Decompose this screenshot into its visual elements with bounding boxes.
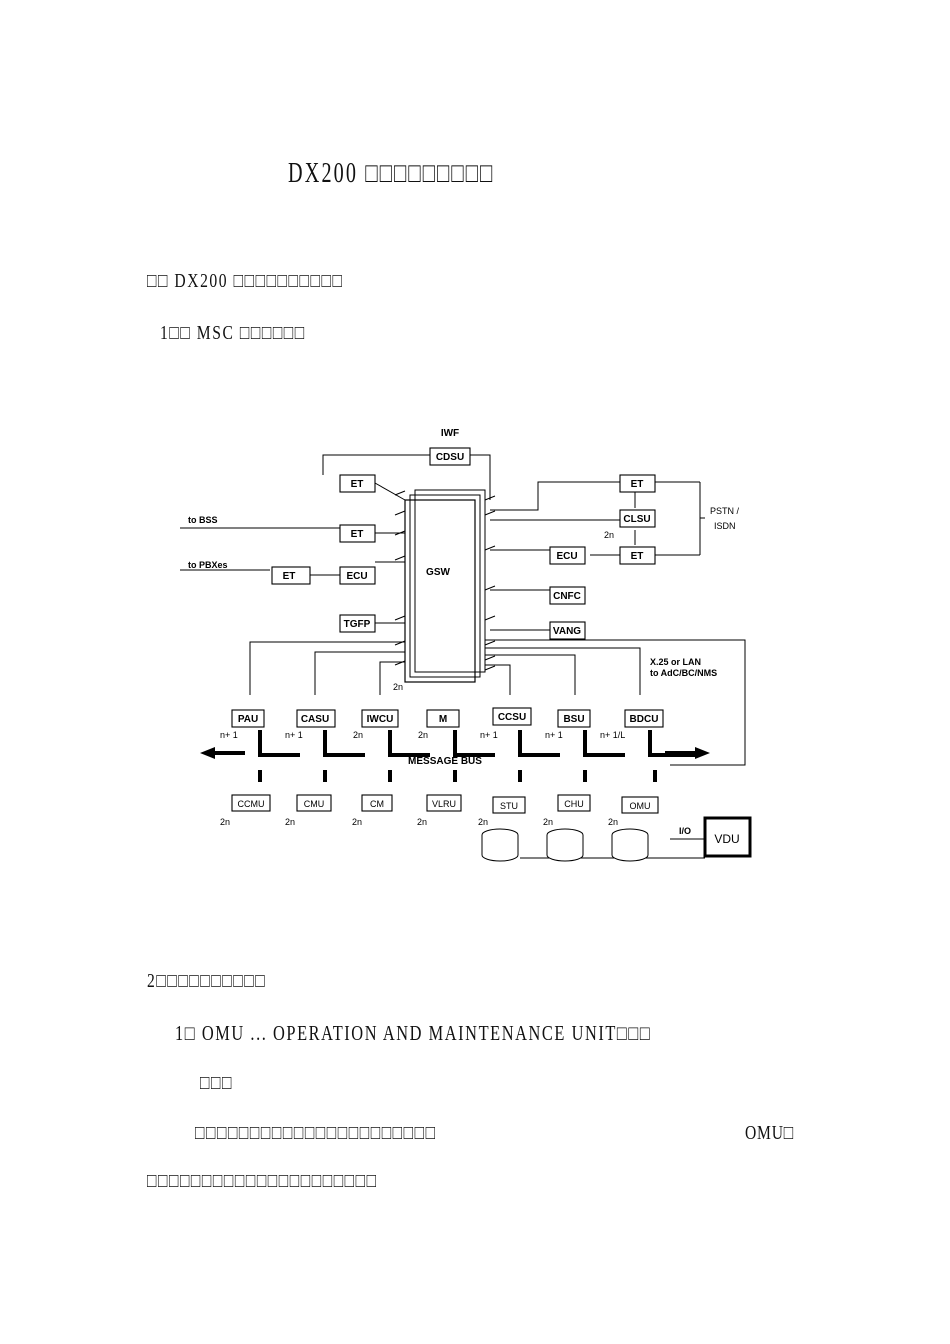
to-bss-label: to BSS — [188, 515, 218, 525]
to-pbx-label: to PBXes — [188, 560, 228, 570]
stu-unit: STU — [500, 801, 518, 811]
message-bus-label: MESSAGE BUS — [408, 756, 482, 767]
multiplicity-label: n+ 1 — [545, 730, 563, 740]
multiplicity-label: 2n — [478, 817, 488, 827]
ecu-unit: ECU — [346, 571, 367, 582]
pau-unit: PAU — [238, 714, 258, 725]
chu-unit: CHU — [564, 799, 584, 809]
paragraph: □□□□□□□□□□□□□□□□□□□□□ — [147, 1170, 378, 1192]
clsu-unit: CLSU — [623, 514, 650, 525]
multiplicity-label: 2n — [285, 817, 295, 827]
et-unit: ET — [351, 479, 364, 490]
cm-unit: CM — [370, 799, 384, 809]
iwcu-unit: IWCU — [367, 714, 394, 725]
multiplicity-label: 2n — [604, 530, 614, 540]
m-unit: M — [439, 714, 447, 725]
multiplicity-label: n+ 1 — [285, 730, 303, 740]
io-label: I/O — [679, 826, 691, 836]
paragraph-tail: OMU□ — [745, 1122, 794, 1144]
isdn-label: ISDN — [714, 521, 736, 531]
list-item-continuation: □□□ — [200, 1072, 233, 1094]
bdcu-unit: BDCU — [630, 714, 659, 725]
multiplicity-label: n+ 1 — [480, 730, 498, 740]
ccmu-unit: CCMU — [238, 799, 265, 809]
multiplicity-label: 2n — [418, 730, 428, 740]
bsu-unit: BSU — [563, 714, 584, 725]
vdu-unit: VDU — [714, 832, 739, 846]
multiplicity-label: 2n — [608, 817, 618, 827]
pstn-label: PSTN / — [710, 506, 740, 516]
section-heading: 2□□□□□□□□□□ — [147, 970, 267, 992]
multiplicity-label: 2n — [352, 817, 362, 827]
et-unit: ET — [631, 551, 644, 562]
et-unit: ET — [351, 529, 364, 540]
subsection-heading: 1□□ MSC □□□□□□ — [160, 322, 306, 344]
cmu-unit: CMU — [304, 799, 325, 809]
document-title: DX200 □□□□□□□□□ — [288, 158, 495, 189]
cnfc-unit: CNFC — [553, 591, 581, 602]
multiplicity-label: 2n — [220, 817, 230, 827]
ecu-unit: ECU — [556, 551, 577, 562]
tgfp-unit: TGFP — [344, 619, 371, 630]
vlru-unit: VLRU — [432, 799, 456, 809]
x25-label: X.25 or LAN — [650, 657, 701, 667]
casu-unit: CASU — [301, 714, 329, 725]
gsw-label: GSW — [426, 567, 450, 578]
paragraph: □□□□□□□□□□□□□□□□□□□□□□ — [195, 1122, 437, 1144]
msc-architecture-diagram: IWF CDSU ET ET ET ECU TGFP GSW ET CLSU E… — [180, 428, 752, 862]
x25-label-2: to AdC/BC/NMS — [650, 668, 717, 678]
list-item: 1□ OMU ... OPERATION AND MAINTENANCE UNI… — [175, 1021, 652, 1045]
cdsu-unit: CDSU — [436, 452, 464, 463]
multiplicity-label: 2n — [393, 682, 403, 692]
section-heading: □□ DX200 □□□□□□□□□□ — [147, 270, 344, 292]
ccsu-unit: CCSU — [498, 712, 526, 723]
vang-unit: VANG — [553, 626, 581, 637]
multiplicity-label: n+ 1 — [220, 730, 238, 740]
omu-unit: OMU — [630, 801, 651, 811]
multiplicity-label: 2n — [353, 730, 363, 740]
multiplicity-label: 2n — [543, 817, 553, 827]
iwf-label: IWF — [441, 428, 459, 439]
et-unit: ET — [631, 479, 644, 490]
multiplicity-label: 2n — [417, 817, 427, 827]
multiplicity-label: n+ 1/L — [600, 730, 625, 740]
et-unit: ET — [283, 571, 296, 582]
